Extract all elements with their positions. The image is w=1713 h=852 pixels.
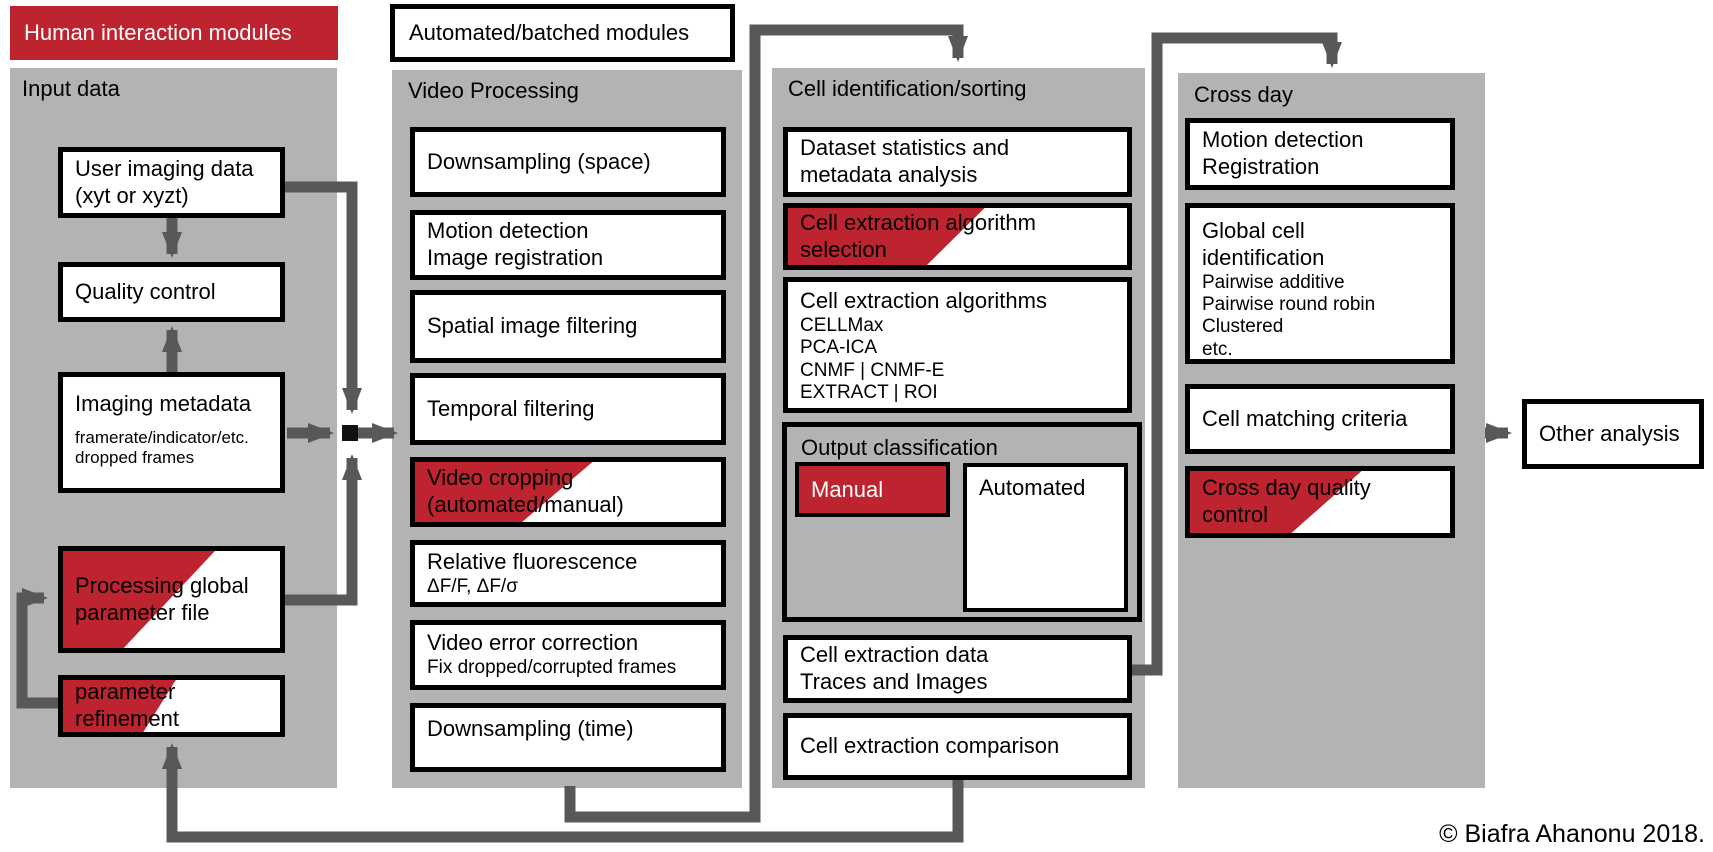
- box-line: selection: [800, 236, 887, 262]
- box-manual-classification: Manual: [795, 462, 950, 517]
- box-line: Motion detection: [427, 218, 589, 244]
- box-automated-classification: Automated: [963, 463, 1128, 612]
- box-line: Cell extraction data: [800, 642, 989, 668]
- box-line: Downsampling (time): [427, 716, 634, 741]
- box-subline: framerate/indicator/etc.: [75, 427, 249, 447]
- box-line: refinement: [75, 706, 179, 731]
- box-relative-fluorescence: Relative fluorescence ΔF/F, ΔF/σ: [410, 540, 726, 607]
- box-subline: dropped frames: [75, 447, 195, 467]
- box-temporal-filtering: Temporal filtering: [410, 373, 726, 445]
- output-classification-label: Output classification: [801, 435, 998, 460]
- box-line: Downsampling (space): [427, 148, 651, 174]
- box-line: (automated/manual): [427, 492, 624, 517]
- legend-human-interaction-modules: Human interaction modules: [10, 6, 338, 60]
- box-line: metadata analysis: [800, 162, 978, 187]
- legend-human-label: Human interaction modules: [24, 20, 292, 45]
- box-subline: CNMF | CNMF-E: [800, 359, 945, 381]
- panel-title-video-processing: Video Processing: [408, 78, 579, 103]
- box-quality-control: Quality control: [58, 262, 285, 322]
- box-line: Video error correction: [427, 630, 639, 656]
- box-line: parameter: [75, 679, 176, 705]
- box-cell-extraction-algorithms: Cell extraction algorithms CELLMax PCA-I…: [783, 277, 1132, 413]
- box-cross-day-quality-control: Cross day quality control: [1185, 466, 1455, 538]
- box-video-error-correction: Video error correction Fix dropped/corru…: [410, 620, 726, 690]
- box-subline: Clustered: [1202, 316, 1284, 338]
- box-downsampling-space: Downsampling (space): [410, 127, 726, 197]
- box-line: Other analysis: [1539, 420, 1680, 446]
- merge-junction-node: [342, 425, 358, 441]
- box-video-cropping: Video cropping (automated/manual): [410, 457, 726, 527]
- box-output-classification: Output classification Manual Automated: [782, 422, 1142, 622]
- box-spatial-image-filtering: Spatial image filtering: [410, 290, 726, 363]
- box-line: identification: [1202, 244, 1325, 270]
- box-subline: EXTRACT | ROI: [800, 382, 938, 404]
- box-imaging-metadata: Imaging metadata framerate/indicator/etc…: [58, 372, 285, 493]
- box-line: Video cropping: [427, 465, 574, 491]
- box-user-imaging-data: User imaging data (xyt or xyzt): [58, 147, 285, 218]
- box-line: Cell extraction algorithms: [800, 288, 1047, 313]
- box-line: parameter file: [75, 599, 210, 625]
- box-line: Cell extraction comparison: [800, 733, 1060, 759]
- box-subline: ΔF/F, ΔF/σ: [427, 575, 518, 597]
- box-subline: Fix dropped/corrupted frames: [427, 657, 677, 679]
- box-line: Temporal filtering: [427, 395, 595, 421]
- box-subline: CELLMax: [800, 314, 884, 336]
- box-line: Cell matching criteria: [1202, 405, 1408, 431]
- box-global-cell-identification: Global cell identification Pairwise addi…: [1185, 203, 1455, 364]
- automated-label: Automated: [979, 475, 1086, 500]
- legend-automated-label: Automated/batched modules: [409, 20, 690, 45]
- box-line: Image registration: [427, 245, 604, 270]
- copyright-text: © Biafra Ahanonu 2018.: [1439, 820, 1705, 848]
- box-line: Registration: [1202, 154, 1320, 179]
- box-subline: etc.: [1202, 338, 1233, 360]
- box-subline: PCA-ICA: [800, 337, 878, 359]
- box-line: control: [1202, 502, 1269, 527]
- box-line: Cell extraction algorithm: [800, 209, 1036, 235]
- box-downsampling-time: Downsampling (time): [410, 703, 726, 772]
- box-line: User imaging data: [75, 155, 254, 181]
- legend-automated-batched-modules: Automated/batched modules: [390, 4, 735, 62]
- box-line: (xyt or xyzt): [75, 182, 189, 208]
- box-crossday-motion-detection: Motion detection Registration: [1185, 118, 1455, 190]
- panel-title-cross-day: Cross day: [1194, 82, 1294, 107]
- box-cell-extraction-comparison: Cell extraction comparison: [783, 713, 1132, 780]
- box-line: Spatial image filtering: [427, 313, 638, 339]
- box-line: Global cell: [1202, 218, 1305, 243]
- box-line: Motion detection: [1202, 127, 1364, 153]
- manual-label: Manual: [811, 476, 884, 502]
- panel-title-cell-identification: Cell identification/sorting: [788, 76, 1027, 101]
- box-dataset-statistics: Dataset statistics and metadata analysis: [783, 127, 1132, 197]
- box-line: Relative fluorescence: [427, 548, 638, 574]
- box-line: Cross day quality: [1202, 475, 1371, 501]
- box-cell-extraction-data: Cell extraction data Traces and Images: [783, 635, 1132, 703]
- box-motion-detection-image-registration: Motion detection Image registration: [410, 210, 726, 280]
- box-line: Dataset statistics and: [800, 135, 1010, 161]
- box-subline: Pairwise additive: [1202, 271, 1345, 293]
- box-cell-matching-criteria: Cell matching criteria: [1185, 384, 1455, 454]
- panel-title-input-data: Input data: [22, 76, 120, 101]
- box-processing-global-parameter-file: Processing global parameter file: [58, 546, 285, 653]
- box-line: Imaging metadata: [75, 391, 252, 416]
- box-cell-extraction-algorithm-selection: Cell extraction algorithm selection: [783, 203, 1132, 270]
- box-other-analysis: Other analysis: [1522, 399, 1704, 469]
- box-line: Processing global: [75, 572, 249, 598]
- box-line: Traces and Images: [800, 669, 988, 694]
- box-parameter-refinement: parameter refinement: [58, 675, 285, 737]
- box-line: Quality control: [75, 278, 216, 304]
- box-subline: Pairwise round robin: [1202, 294, 1376, 316]
